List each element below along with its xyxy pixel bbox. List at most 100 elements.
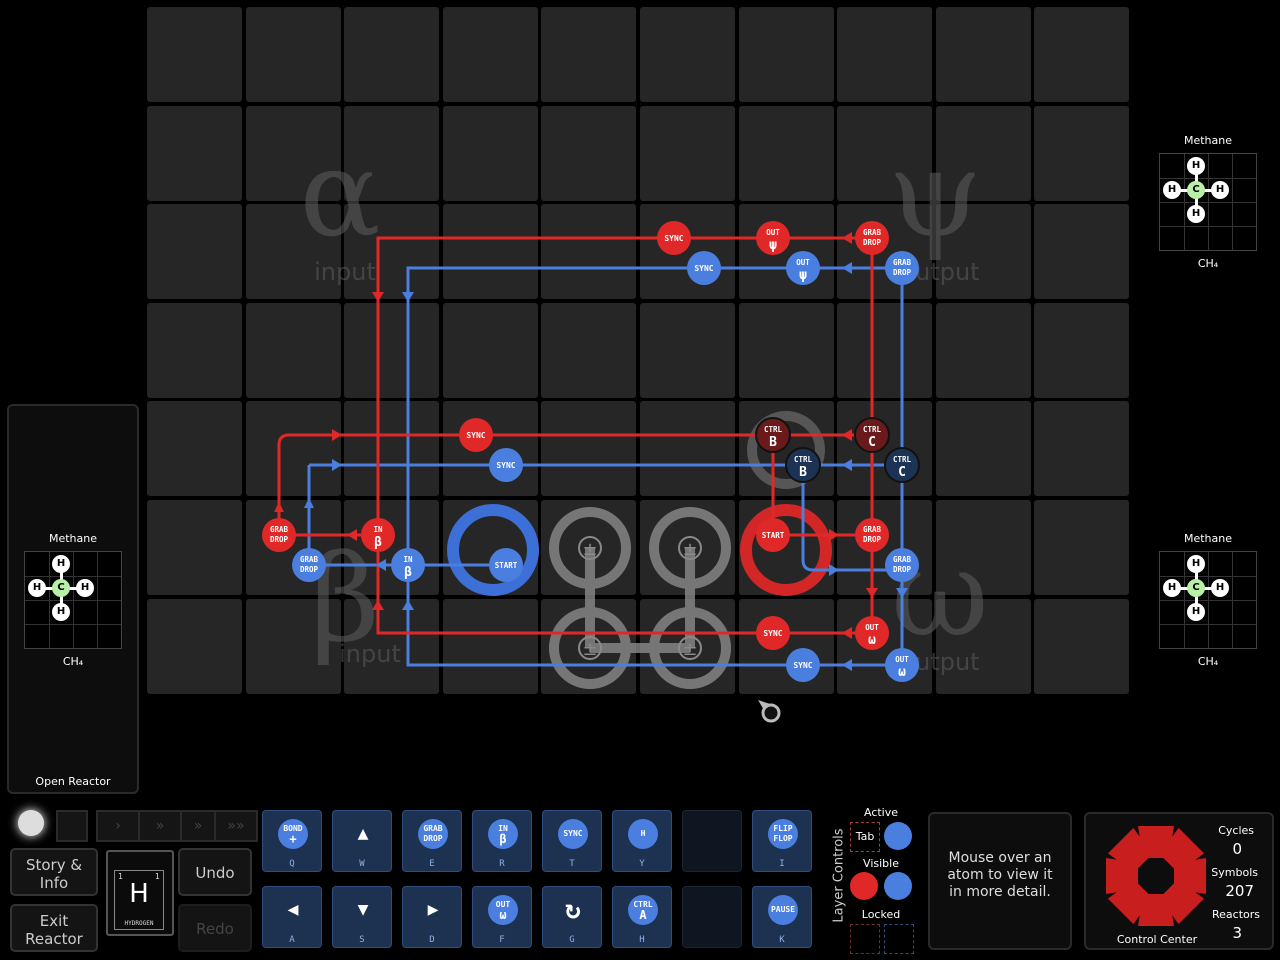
grid-cell[interactable] [738,302,834,398]
grid-cell[interactable] [935,204,1031,300]
grid-cell[interactable] [442,7,538,102]
palette-bond-plus[interactable]: BOND+Q [262,810,322,872]
element-card[interactable]: 1 1 H HYDROGEN [106,850,174,936]
palette-arrow-down[interactable]: ▼S [332,886,392,948]
grid-cell[interactable] [541,401,637,497]
grid-cell[interactable] [738,598,834,694]
exit-reactor-button[interactable]: Exit Reactor [10,904,98,952]
grid-cell[interactable] [344,500,440,595]
grid-cell[interactable] [245,7,341,102]
carbon-atom[interactable]: C [52,579,70,597]
palette-arrow-up[interactable]: ▲W [332,810,392,872]
grid-cell[interactable] [935,500,1031,595]
grid-cell[interactable] [738,7,834,102]
active-blue-toggle[interactable] [884,822,912,850]
grid-cell[interactable] [147,500,242,595]
grid-cell[interactable] [245,204,341,300]
grid-cell[interactable] [147,598,242,694]
fast-button[interactable]: » [138,810,182,842]
hydrogen-atom[interactable]: H [76,579,94,597]
grid-cell[interactable] [245,302,341,398]
story-info-button[interactable]: Story & Info [10,848,98,896]
grid-cell[interactable] [147,7,242,102]
grid-cell[interactable] [245,401,341,497]
grid-cell[interactable] [935,401,1031,497]
grid-cell[interactable] [442,302,538,398]
grid-cell[interactable] [935,7,1031,102]
visible-blue-toggle[interactable] [884,872,912,900]
undo-button[interactable]: Undo [178,848,252,896]
step-button[interactable] [56,810,88,842]
grid-cell[interactable] [1034,204,1130,300]
grid-cell[interactable] [344,598,440,694]
grid-cell[interactable] [738,204,834,300]
grid-cell[interactable] [640,500,735,595]
grid-cell[interactable] [738,105,834,201]
grid-cell[interactable] [640,7,735,102]
grid-cell[interactable] [344,105,440,201]
grid-cell[interactable] [1034,105,1130,201]
grid-cell[interactable] [442,204,538,300]
grid-cell[interactable] [344,401,440,497]
grid-cell[interactable] [245,598,341,694]
palette-arrow-left[interactable]: ◀A [262,886,322,948]
grid-cell[interactable] [442,105,538,201]
grid-cell[interactable] [147,204,242,300]
hydrogen-atom[interactable]: H [1187,157,1205,175]
grid-cell[interactable] [935,105,1031,201]
grid-cell[interactable] [1034,598,1130,694]
grid-cell[interactable] [1034,7,1130,102]
reactor-grid[interactable] [147,7,1133,697]
hydrogen-atom[interactable]: H [52,555,70,573]
grid-cell[interactable] [935,598,1031,694]
hydrogen-atom[interactable]: H [1187,555,1205,573]
hydrogen-atom[interactable]: H [52,603,70,621]
redo-button[interactable]: Redo [178,904,252,952]
grid-cell[interactable] [245,500,341,595]
grid-cell[interactable] [837,7,933,102]
grid-cell[interactable] [541,204,637,300]
grid-cell[interactable] [245,105,341,201]
faster-button[interactable]: » [180,810,216,842]
hydrogen-atom[interactable]: H [1163,181,1181,199]
locked-red-toggle[interactable] [850,924,880,954]
grid-cell[interactable] [640,598,735,694]
grid-cell[interactable] [837,105,933,201]
grid-cell[interactable] [935,302,1031,398]
visible-red-toggle[interactable] [850,872,878,900]
grid-cell[interactable] [541,105,637,201]
grid-cell[interactable] [640,401,735,497]
grid-cell[interactable] [640,302,735,398]
grid-cell[interactable] [344,204,440,300]
hydrogen-atom[interactable]: H [1187,205,1205,223]
grid-cell[interactable] [738,401,834,497]
hydrogen-atom[interactable]: H [1211,181,1229,199]
grid-cell[interactable] [837,598,933,694]
grid-cell[interactable] [1034,500,1130,595]
fastest-button[interactable]: »» [214,810,258,842]
tab-key-indicator[interactable]: Tab [850,822,880,852]
grid-cell[interactable] [837,204,933,300]
grid-cell[interactable] [541,500,637,595]
grid-cell[interactable] [442,598,538,694]
carbon-atom[interactable]: C [1187,579,1205,597]
grid-cell[interactable] [837,401,933,497]
hydrogen-atom[interactable]: H [1163,579,1181,597]
stop-button[interactable] [18,810,44,836]
locked-blue-toggle[interactable] [884,924,914,954]
grid-cell[interactable] [1034,302,1130,398]
grid-cell[interactable] [541,302,637,398]
palette-rotate[interactable]: ↻G [542,886,602,948]
control-center[interactable]: Control Center Cycles 0 Symbols 207 Reac… [1084,812,1274,950]
grid-cell[interactable] [541,598,637,694]
grid-cell[interactable] [640,105,735,201]
grid-cell[interactable] [442,401,538,497]
